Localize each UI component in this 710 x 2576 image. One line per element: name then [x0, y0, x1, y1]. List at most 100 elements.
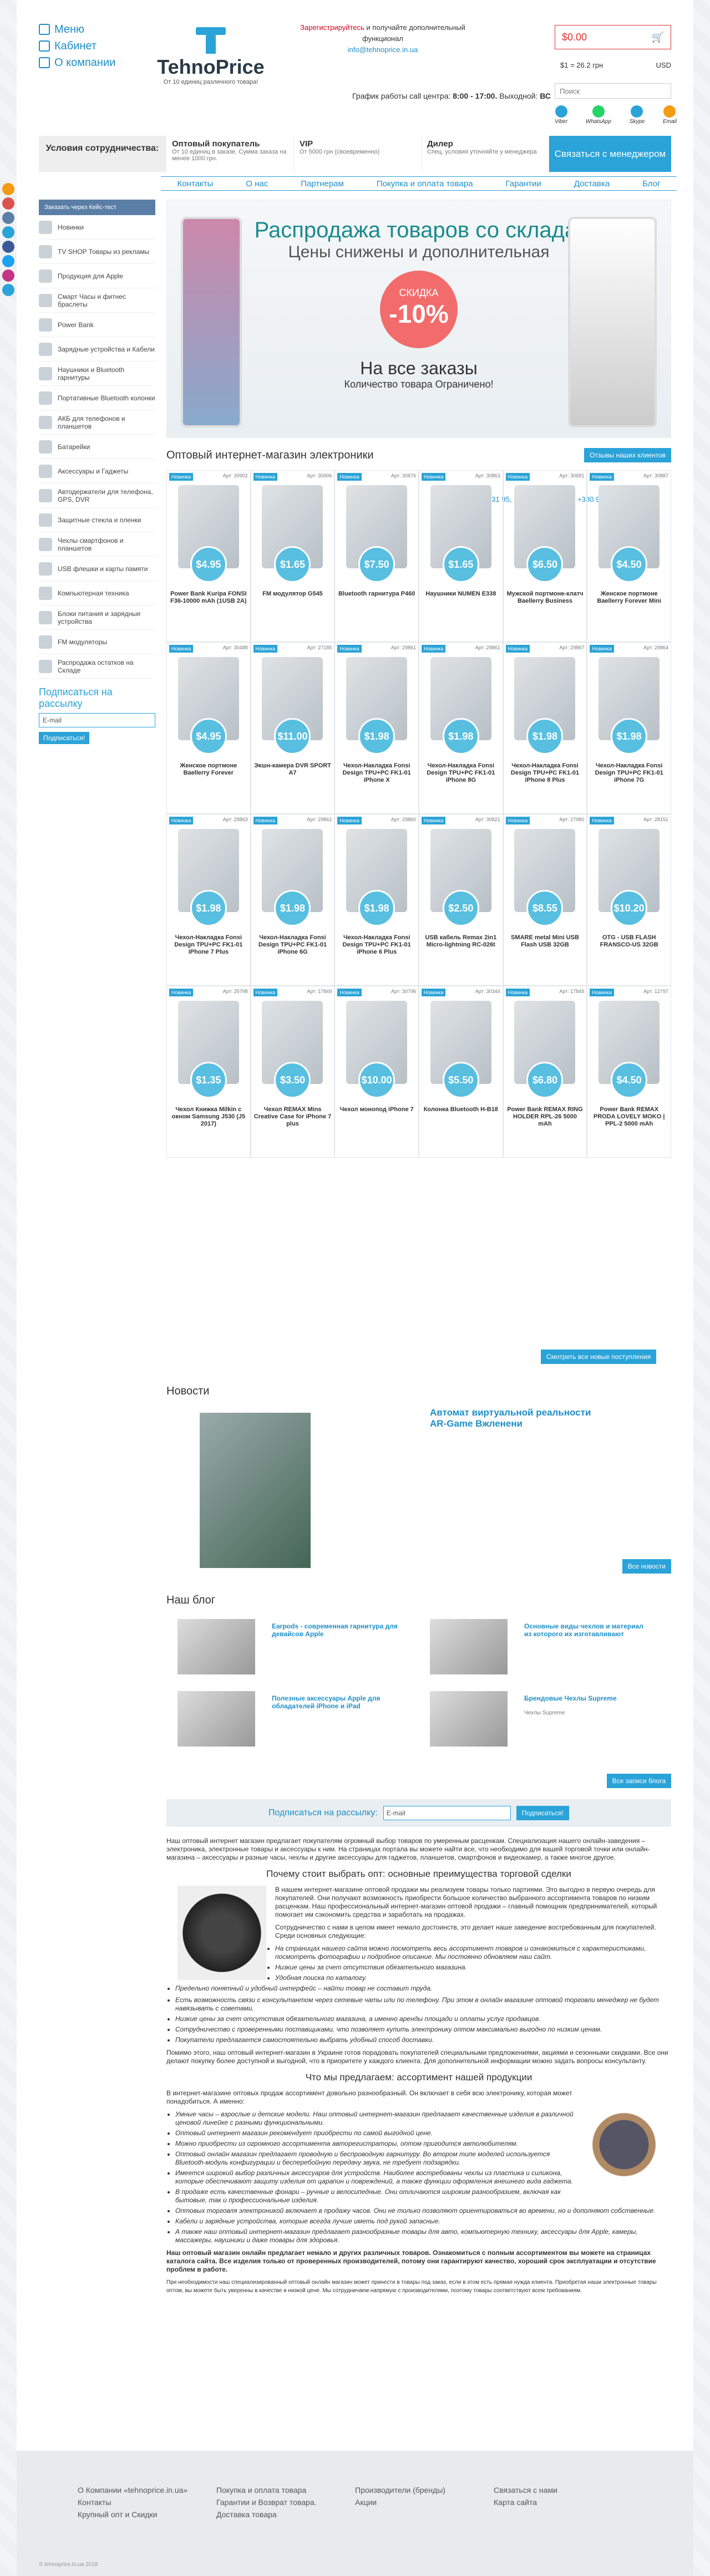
news-item-title[interactable]: Автомат виртуальной реальности AR-Game В…	[430, 1407, 591, 1429]
about-link[interactable]: О компании	[39, 54, 115, 71]
vk-icon[interactable]	[2, 212, 14, 224]
vk-order-button[interactable]: Заказать через Кейс-тест	[39, 200, 155, 215]
product-name[interactable]: Чехол-Накладка Fonsi Design TPU+PC FK1-0…	[342, 762, 411, 783]
product-name[interactable]: Колонка Bluetooth H-B18	[423, 1106, 498, 1113]
cabinet-link[interactable]: Кабинет	[39, 38, 115, 54]
nav-delivery[interactable]: Доставка	[574, 179, 610, 189]
nav-payment[interactable]: Покупка и оплата товара	[376, 179, 473, 189]
sidebar-category[interactable]: АКБ для телефонов и планшетов	[39, 410, 155, 435]
footer-link[interactable]: Связаться с нами	[494, 2486, 557, 2494]
logo[interactable]: TehnoPrice От 10 единиц различного товар…	[147, 25, 275, 85]
email-button[interactable]: Email	[663, 105, 677, 125]
footer-link[interactable]: Покупка и оплата товара	[216, 2486, 307, 2494]
product-image[interactable]: $1.35	[178, 1001, 239, 1098]
email-link[interactable]: info@tehnoprice.in.ua	[347, 45, 418, 54]
nav-about[interactable]: О нас	[246, 179, 268, 189]
sidebar-category[interactable]: USB флешки и карты памяти	[39, 557, 155, 581]
register-link[interactable]: Зарегистрируйтесь	[300, 23, 364, 32]
subscribe-strip-input[interactable]: E-mail	[383, 1806, 511, 1820]
product-image[interactable]: $10.20	[599, 829, 660, 926]
product-name[interactable]: Power Bank Kuripa FONSI F36-10000 mAh (1…	[170, 590, 247, 604]
sidebar-category[interactable]: Power Bank	[39, 313, 155, 337]
product-name[interactable]: Женское портмоне Baellerry Forever Mini	[597, 590, 661, 604]
product-image[interactable]: $1.98	[178, 829, 239, 926]
sidebar-category[interactable]: Защитные стекла и пленки	[39, 508, 155, 532]
product-image[interactable]: $6.50	[514, 485, 576, 583]
whatsapp-button[interactable]: WhatsApp	[586, 105, 611, 125]
sidebar-subscribe-button[interactable]: Подписаться!	[39, 732, 90, 744]
product-name[interactable]: Power Bank REMAX PRODA LOVELY MOKO | PPL…	[593, 1106, 665, 1127]
footer-link[interactable]: Карта сайта	[494, 2498, 537, 2507]
promo-banner[interactable]: Распродажа товаров со склада! Цены сниже…	[166, 200, 671, 438]
product-image[interactable]: $2.50	[430, 829, 491, 926]
product-name[interactable]: Bluetooth гарнитура P460	[338, 590, 415, 597]
product-name[interactable]: Чехол Книжка Milkin с окном Samsung J530…	[171, 1106, 246, 1127]
product-name[interactable]: Power Bank REMAX RING HOLDER RPL-26 5000…	[507, 1106, 583, 1127]
news-image[interactable]	[200, 1413, 311, 1568]
sidebar-category[interactable]: Портативные Bluetooth колонки	[39, 386, 155, 410]
more-products-button[interactable]: Смотреть все новые поступления	[541, 1350, 657, 1364]
search-input[interactable]: Поиск	[555, 83, 671, 99]
product-name[interactable]: Чехол монопод iPhone 7	[339, 1106, 414, 1113]
product-image[interactable]: $1.65	[430, 485, 491, 583]
product-name[interactable]: OTG - USB FLASH FRANSCO-US 32GB	[600, 934, 658, 948]
blog-item[interactable]: Основные виды чехлов и материал из котор…	[419, 1619, 663, 1680]
product-image[interactable]: $1.98	[599, 657, 660, 755]
nav-blog[interactable]: Блог	[642, 179, 661, 189]
product-image[interactable]: $3.50	[262, 1001, 323, 1098]
product-image[interactable]: $1.65	[262, 485, 323, 583]
sidebar-category[interactable]: Зарядные устройства и Кабели	[39, 337, 155, 362]
sidebar-category[interactable]: Смарт Часы и фитнес браслеты	[39, 288, 155, 313]
product-image[interactable]: $10.00	[346, 1001, 408, 1098]
odnoklassniki-icon[interactable]	[2, 183, 14, 195]
all-blog-button[interactable]: Все записи блога	[606, 1774, 671, 1788]
product-image[interactable]: $4.95	[178, 657, 239, 755]
product-name[interactable]: Чехол-Накладка Fonsi Design TPU+PC FK1-0…	[427, 762, 495, 783]
sidebar-category[interactable]: Чехлы смартфонов и планшетов	[39, 532, 155, 557]
sidebar-category[interactable]: Блоки питания и зарядные устройства	[39, 605, 155, 630]
product-name[interactable]: USB кабель Remax 2in1 Micro-lightning RC…	[425, 934, 497, 948]
blog-item[interactable]: Earpods - современная гарнитура для дева…	[166, 1619, 410, 1680]
nav-guarantee[interactable]: Гарантии	[505, 179, 541, 189]
product-image[interactable]: $1.98	[346, 829, 408, 926]
product-image[interactable]: $1.98	[514, 657, 576, 755]
footer-link[interactable]: Контакты	[78, 2498, 111, 2507]
reviews-button[interactable]: Отзывы наших клиентов	[584, 448, 671, 462]
product-name[interactable]: Чехол-Накладка Fonsi Design TPU+PC FK1-0…	[174, 934, 243, 955]
footer-link[interactable]: Крупный опт и Скидки	[78, 2510, 158, 2519]
instagram-icon[interactable]	[2, 269, 14, 282]
twitter-icon[interactable]	[2, 255, 14, 267]
nav-contacts[interactable]: Контакты	[177, 179, 214, 189]
all-news-button[interactable]: Все новости	[622, 1559, 671, 1574]
sidebar-category[interactable]: Новинки	[39, 215, 155, 240]
sidebar-category[interactable]: Аксессуары и Гаджеты	[39, 459, 155, 483]
viber-button[interactable]: Viber	[555, 105, 567, 125]
product-name[interactable]: Женское портмоне Baellerry Forever	[180, 762, 237, 776]
sidebar-category[interactable]: Батарейки	[39, 435, 155, 459]
menu-link[interactable]: Меню	[39, 21, 115, 38]
product-image[interactable]: $11.00	[262, 657, 323, 755]
contact-manager-button[interactable]: Связаться с менеджером	[549, 136, 671, 172]
product-name[interactable]: Чехол-Накладка Fonsi Design TPU+PC FK1-0…	[595, 762, 663, 783]
blog-item[interactable]: Полезные аксессуары Apple для обладателе…	[166, 1691, 410, 1752]
product-image[interactable]: $5.50	[430, 1001, 491, 1098]
sidebar-category[interactable]: Компьютерная техника	[39, 581, 155, 605]
